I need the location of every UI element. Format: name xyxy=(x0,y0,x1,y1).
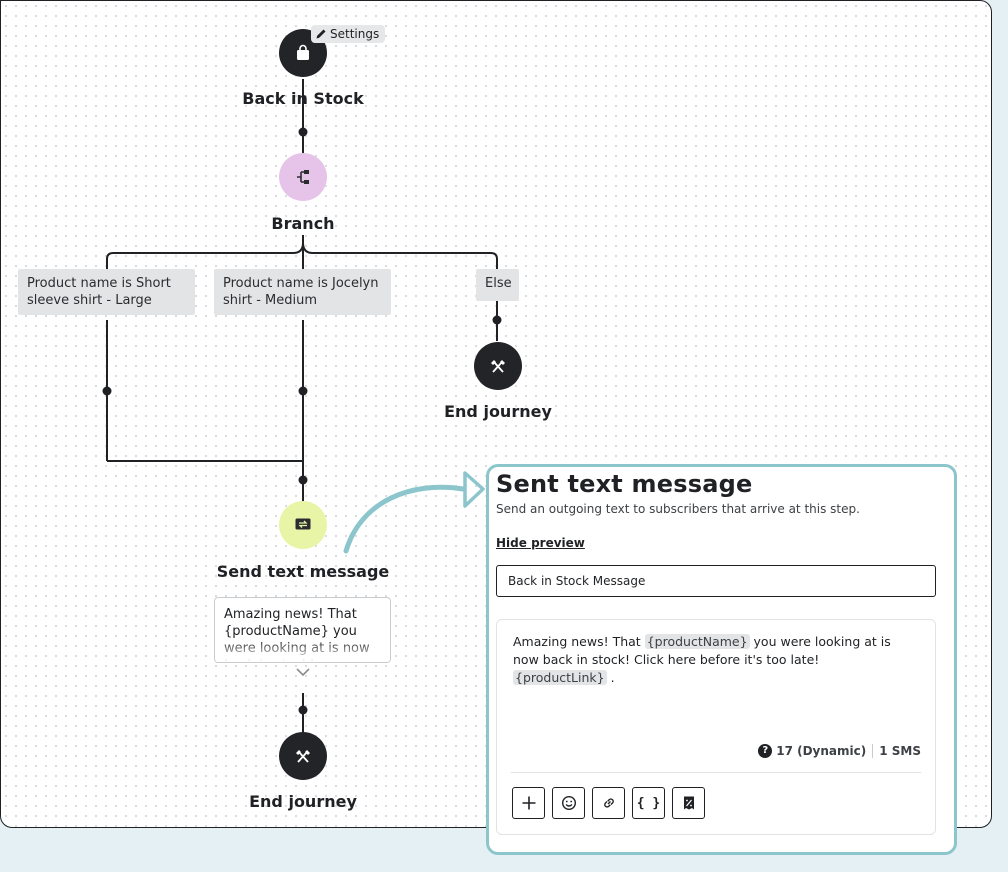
journey-connectors xyxy=(102,79,502,733)
sms-count: 1 SMS xyxy=(879,744,921,758)
panel-subtitle: Send an outgoing text to subscribers tha… xyxy=(496,502,860,516)
condition-jocelyn-shirt[interactable]: Product name is Jocelyn shirt - Medium xyxy=(214,269,391,315)
send-text-label: Send text message xyxy=(216,562,390,581)
branch-node[interactable] xyxy=(279,153,327,201)
message-preview-card[interactable]: Amazing news! That {productName} you wer… xyxy=(214,597,391,663)
editor-toolbar: { } xyxy=(512,787,705,819)
shopping-bag-icon xyxy=(297,44,309,60)
send-text-node[interactable] xyxy=(279,501,327,549)
help-icon[interactable]: ? xyxy=(758,744,773,758)
discount-icon xyxy=(683,796,694,810)
message-body[interactable]: Amazing news! That {productName} you wer… xyxy=(513,634,891,685)
settings-label: Settings xyxy=(330,27,380,41)
end-journey-node-else[interactable] xyxy=(474,342,522,390)
variable-button[interactable]: { } xyxy=(632,787,665,819)
editor-divider xyxy=(511,772,921,773)
add-icon xyxy=(522,796,535,810)
discount-button[interactable] xyxy=(672,787,705,819)
settings-chip[interactable]: Settings xyxy=(311,25,386,43)
journey-canvas[interactable]: Settings Back in Stock Branch Product na… xyxy=(0,0,992,828)
branch-icon xyxy=(297,170,309,184)
char-count: 17 (Dynamic) xyxy=(776,744,867,758)
end-journey-icon xyxy=(491,360,505,373)
callout-arrow xyxy=(343,484,466,554)
end-journey-icon xyxy=(296,750,310,763)
chevron-down-icon[interactable] xyxy=(295,667,311,677)
message-name-input[interactable] xyxy=(496,565,936,597)
end-journey-node[interactable] xyxy=(279,732,327,780)
add-button[interactable] xyxy=(512,787,545,819)
branch-label: Branch xyxy=(271,214,335,233)
link-button[interactable] xyxy=(592,787,625,819)
condition-else[interactable]: Else xyxy=(476,269,519,301)
hide-preview-link[interactable]: Hide preview xyxy=(496,536,585,550)
message-icon xyxy=(295,518,311,530)
message-counter: ? 17 (Dynamic) 1 SMS xyxy=(758,744,921,758)
emoji-icon xyxy=(561,795,576,811)
link-icon xyxy=(603,798,614,808)
pencil-icon xyxy=(316,29,326,39)
trigger-label: Back in Stock xyxy=(242,89,364,108)
emoji-button[interactable] xyxy=(552,787,585,819)
message-editor[interactable]: Amazing news! That {productName} you wer… xyxy=(496,619,936,835)
end-journey-label: End journey xyxy=(249,792,357,811)
panel-title: Sent text message xyxy=(496,470,753,498)
condition-short-sleeve-shirt[interactable]: Product name is Short sleeve shirt - Lar… xyxy=(18,269,195,315)
variable-icon: { } xyxy=(636,795,661,811)
product-name-token[interactable]: {productName} xyxy=(644,634,750,649)
send-text-detail-panel: Sent text message Send an outgoing text … xyxy=(486,464,957,855)
end-journey-label-else: End journey xyxy=(444,402,552,421)
product-link-token[interactable]: {productLink} xyxy=(513,670,607,685)
